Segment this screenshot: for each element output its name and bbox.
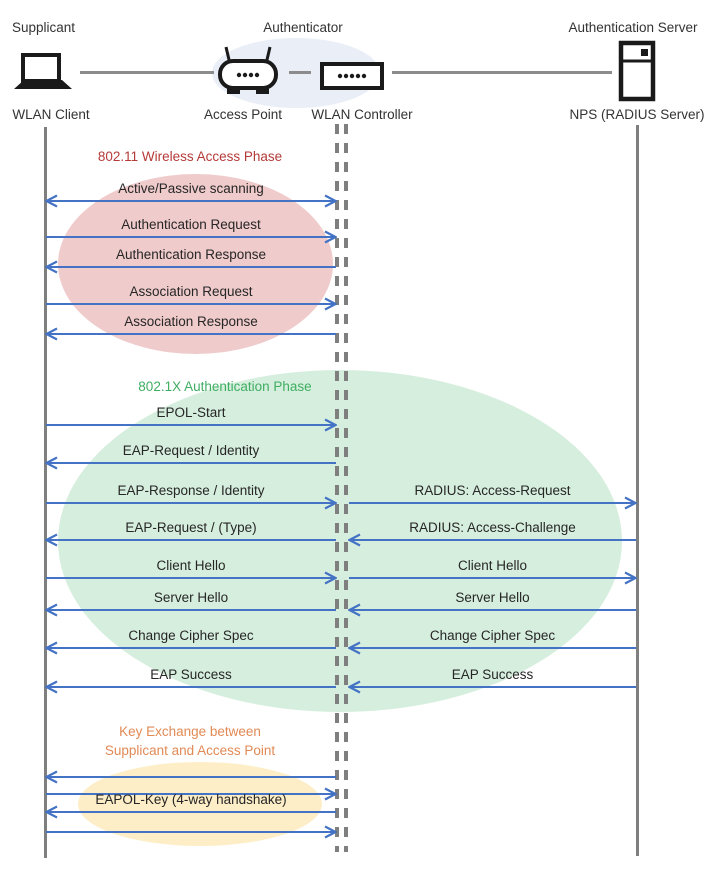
message-arrow — [45, 456, 337, 470]
message-label: Client Hello — [457, 558, 528, 573]
message-label: RADIUS: Access-Challenge — [409, 520, 576, 535]
message-arrow — [45, 603, 337, 617]
supplicant-role-label: Supplicant — [12, 20, 76, 35]
connector-controller-server — [392, 71, 612, 74]
message-arrow — [45, 533, 337, 547]
wireless-router-icon — [218, 46, 278, 94]
connector-ap-controller — [289, 71, 311, 74]
message-label: EAPOL-Key (4-way handshake) — [95, 792, 287, 807]
message-label: EAP-Request / (Type) — [125, 520, 257, 535]
message-arrow — [45, 418, 337, 432]
wlan-controller-lifeline-dashed-2 — [344, 124, 348, 852]
access-point-label: Access Point — [203, 107, 283, 122]
wlan-client-lifeline — [43, 127, 47, 858]
message-arrow — [45, 787, 337, 801]
nps-radius-server-label: NPS (RADIUS Server) — [569, 107, 705, 122]
wireless-access-phase-ellipse — [58, 174, 333, 354]
authentication-phase-title: 802.1X Authentication Phase — [138, 379, 312, 394]
message-label: EPOL-Start — [156, 405, 226, 420]
message-label: EAP Success — [451, 667, 534, 682]
key-exchange-phase-title: Key Exchange between Supplicant and Acce… — [104, 724, 276, 758]
message-arrow — [45, 571, 337, 585]
wlan-client-label: WLAN Client — [12, 107, 90, 122]
message-label: Change Cipher Spec — [128, 628, 254, 643]
message-label: Server Hello — [455, 590, 530, 605]
controller-box-icon — [320, 62, 384, 90]
message-label: Client Hello — [156, 558, 226, 573]
message-label: Change Cipher Spec — [429, 628, 556, 643]
message-label: EAP-Response / Identity — [117, 483, 265, 498]
message-label: Server Hello — [153, 590, 229, 605]
message-arrow — [45, 770, 337, 784]
message-arrow — [348, 496, 637, 510]
message-arrow — [348, 641, 637, 655]
message-label: Authentication Response — [115, 247, 267, 262]
message-label: EAP Success — [150, 667, 232, 682]
message-arrow — [348, 680, 637, 694]
message-label: RADIUS: Access-Request — [414, 483, 571, 498]
message-label: Association Response — [124, 314, 258, 329]
connector-client-ap — [80, 71, 214, 74]
message-arrow — [45, 194, 337, 208]
laptop-icon — [14, 53, 72, 89]
message-arrow — [45, 680, 337, 694]
message-label: EAP-Request / Identity — [122, 443, 260, 458]
authenticator-role-label: Authenticator — [263, 20, 343, 35]
message-arrow — [348, 603, 637, 617]
message-arrow — [45, 496, 337, 510]
message-label: Association Request — [129, 284, 253, 299]
wlan-controller-label: WLAN Controller — [311, 107, 413, 122]
message-label: Authentication Request — [121, 217, 261, 232]
message-arrow — [45, 641, 337, 655]
wireless-access-phase-title: 802.11 Wireless Access Phase — [97, 149, 283, 164]
authentication-server-role-label: Authentication Server — [568, 20, 698, 35]
message-arrow — [45, 825, 337, 839]
message-arrow — [45, 805, 337, 819]
message-arrow — [45, 260, 337, 274]
message-arrow — [45, 230, 337, 244]
message-arrow — [348, 571, 637, 585]
message-arrow — [45, 327, 337, 341]
server-icon — [618, 40, 656, 102]
radius-server-lifeline — [635, 125, 639, 856]
message-arrow — [348, 533, 637, 547]
wlan-controller-lifeline-dashed-1 — [335, 124, 339, 852]
message-label: Active/Passive scanning — [118, 181, 264, 196]
message-arrow — [45, 297, 337, 311]
